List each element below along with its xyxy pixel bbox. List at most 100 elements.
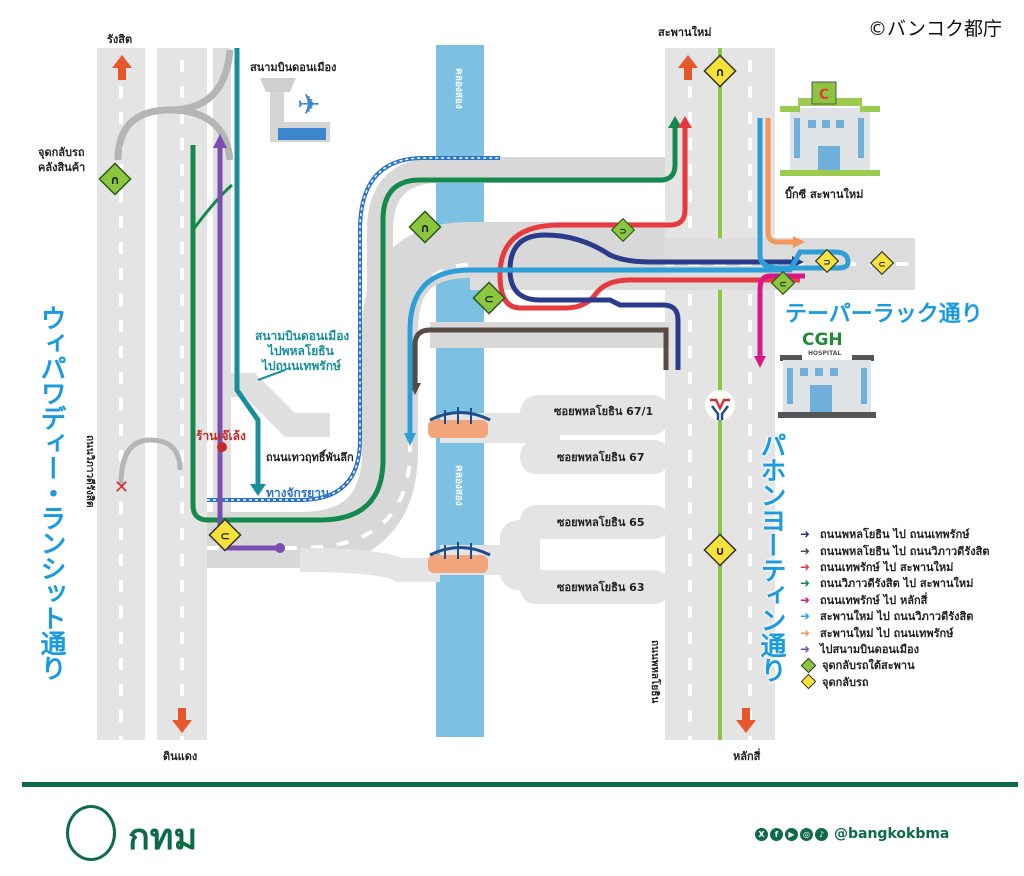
uturn-sign-yellow: ∪: [703, 533, 737, 567]
legend-label: จุดกลับรถ: [822, 675, 869, 689]
svg-text:∩: ∩: [715, 65, 725, 79]
route-lightblue: [407, 118, 851, 435]
canal-label: คลองสอง: [453, 465, 464, 506]
legend-label: จุดกลับรถใต้สะพาน: [822, 659, 915, 673]
label-bike-lane: ทางจักรยาน: [266, 486, 330, 500]
airport-note-1: สนามบินดอนเมือง: [255, 329, 350, 343]
cgh-hospital-building-icon: [778, 350, 876, 418]
label-din-daeng: ดินแดง: [163, 750, 198, 763]
uturn-sign-yellow: ⊃: [814, 248, 840, 274]
label-big-c: บิ๊กซี สะพานใหม่: [785, 188, 864, 201]
legend-arrow-icon: ➜: [800, 559, 811, 574]
legend-label: สะพานใหม่ ไป ถนนเทพรักษ์: [820, 626, 954, 640]
legend-label: ถนนเทพรักษ์ ไป สะพานใหม่: [820, 560, 954, 574]
svg-text:⊂: ⊂: [220, 529, 230, 543]
svg-text:⊃: ⊃: [823, 258, 831, 268]
bma-seal-icon: [66, 805, 116, 861]
legend-label: ถนนวิภาวดีรังสิต ไป สะพานใหม่: [820, 577, 974, 591]
bridge-icon: [428, 542, 491, 573]
direction-arrows: [112, 55, 756, 733]
route-navy: [507, 232, 795, 370]
instagram-icon[interactable]: ◎: [800, 827, 813, 841]
route-green: [190, 125, 678, 523]
route-red: [497, 125, 800, 311]
legend-item: ➜ถนนเทพรักษ์ ไป หลักสี่: [800, 592, 989, 608]
canal-label: คลองสอง: [453, 68, 464, 109]
legend-uturn-diamond-icon: [800, 657, 817, 674]
facebook-icon[interactable]: f: [770, 827, 783, 841]
legend-item: จุดกลับรถใต้สะพาน: [800, 657, 989, 674]
restaurant-marker-icon: [217, 442, 227, 452]
legend-item: จุดกลับรถ: [800, 673, 989, 690]
legend-arrow-icon: ➜: [800, 641, 811, 656]
bts-logo-icon: [705, 390, 735, 420]
svg-text:⊂: ⊂: [878, 260, 886, 270]
route-map: ✕ ∩ ∩ ⊂: [97, 45, 915, 740]
legend: ➜ถนนพหลโยธิน ไป ถนนเทพรักษ์➜ถนนพหลโยธิน …: [800, 526, 989, 690]
route-orange: [765, 118, 795, 245]
route-brown: [412, 327, 669, 385]
uturn-sign-green: ⊃: [610, 217, 636, 243]
legend-label: ไปสนามบินดอนเมือง: [820, 642, 919, 656]
label-don-mueang-airport: สนามบินดอนเมือง: [250, 61, 337, 74]
soi-label: ซอยพหลโยธิน 63: [557, 581, 645, 594]
airport-note-2: ไปพหลโยธิน: [268, 344, 334, 358]
social-handle[interactable]: @bangkokbma: [834, 826, 950, 842]
uturn-sign-yellow: ⊂: [869, 250, 895, 276]
uturn-sign-yellow: ∩: [703, 54, 737, 88]
legend-item: ➜ ถนนวิภาวดีรังสิต ไป สะพานใหม่: [800, 575, 989, 591]
legend-item: ➜ สะพานใหม่ ไป ถนนวิภาวดีรังสิต: [800, 608, 989, 624]
uturn-sign-green: ∩: [408, 210, 442, 244]
uturn-sign-green: ∩: [98, 162, 132, 196]
legend-arrow-icon: ➜: [800, 625, 811, 640]
uturn-sign-yellow: ⊂: [208, 518, 242, 552]
footer-divider: [22, 782, 1018, 787]
social-links: X f ▶ ◎ ♪ @bangkokbma: [755, 826, 949, 842]
svg-text:⊂: ⊂: [484, 292, 494, 306]
soi-label: ซอยพหลโยธิน 67: [557, 451, 645, 464]
route-airport-teal: [234, 48, 261, 488]
svg-text:∪: ∪: [715, 544, 725, 558]
svg-text:∩: ∩: [110, 173, 120, 187]
legend-label: ถนนพหลโยธิน ไป ถนนวิภาวดีรังสิต: [820, 544, 990, 558]
big-c-building-icon: C: [780, 81, 880, 176]
vibhavadi-road: [97, 48, 231, 740]
label-lak-si: หลักสี่: [733, 750, 761, 763]
jp-phahonyothin-road: パホンヨーティン通り: [756, 432, 786, 682]
jp-vibhavadi-road: ウィパワディー・ランシット通り: [36, 305, 66, 680]
legend-item: ➜ ถนนพหลโยธิน ไป ถนนวิภาวดีรังสิต: [800, 542, 989, 558]
route-magenta: [757, 273, 805, 358]
jp-thepharak-road: テーパーラック通り: [785, 302, 983, 327]
svg-text:C: C: [819, 87, 829, 103]
label-cgh: CGH: [802, 330, 843, 350]
tiktok-icon[interactable]: ♪: [815, 827, 828, 841]
airport-icon: ✈: [260, 78, 330, 142]
legend-item: ➜ ถนนเทพรักษ์ ไป สะพานใหม่: [800, 559, 989, 575]
legend-arrow-icon: ➜: [800, 543, 811, 558]
svg-text:✈: ✈: [297, 88, 320, 121]
label-saphan-mai: สะพานใหม่: [658, 26, 712, 39]
youtube-icon[interactable]: ▶: [785, 827, 798, 841]
vibhavadi-road-label: ถนนวิภาวดีรังสิต: [84, 435, 95, 508]
legend-arrow-icon: ➜: [800, 609, 811, 624]
label-restaurant: ร้านเจ๊เล้ง: [196, 429, 246, 443]
x-mark-icon: ✕: [114, 477, 129, 498]
legend-arrow-icon: ➜: [800, 527, 811, 542]
legend-label: ถนนเทพรักษ์ ไป หลักสี่: [820, 593, 928, 607]
label-thewarit-road: ถนนเทวฤทธิ์พันลึก: [266, 451, 354, 464]
soi-label: ซอยพหลโยธิน 65: [557, 516, 645, 529]
x-icon[interactable]: X: [755, 827, 768, 841]
label-rangsit: รังสิต: [107, 33, 133, 46]
legend-label: สะพานใหม่ ไป ถนนวิภาวดีรังสิต: [820, 610, 974, 624]
airport-note-3: ไปถนนเทพรักษ์: [262, 359, 341, 373]
svg-text:∩: ∩: [420, 221, 430, 235]
legend-uturn-diamond-icon: [800, 673, 817, 690]
uturn-sign-green: ⊂: [472, 281, 506, 315]
bma-logo: กทม: [128, 817, 198, 858]
svg-text:⊃: ⊃: [619, 227, 627, 237]
uturn-sign-green: ⊂: [770, 270, 796, 296]
copyright: ©バンコク都庁: [868, 18, 1002, 40]
label-cgh-sub: HOSPITAL: [808, 350, 842, 357]
legend-item: ➜ ไปสนามบินดอนเมือง: [800, 641, 989, 657]
legend-arrow-icon: ➜: [800, 576, 811, 591]
